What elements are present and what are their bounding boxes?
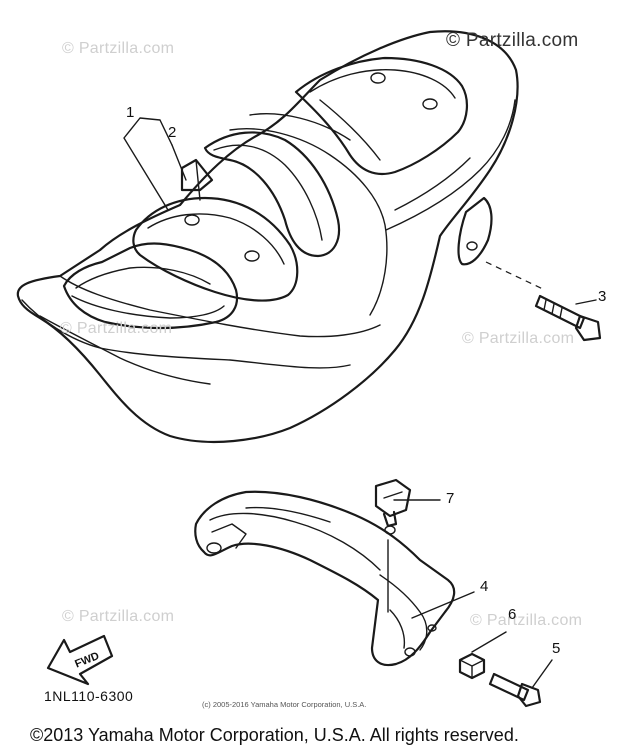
damper-part-7 <box>374 478 412 535</box>
callout-5: 5 <box>552 640 561 657</box>
bolt-part-5 <box>488 672 542 708</box>
watermark-bottom-left: © Partzilla.com <box>62 608 175 625</box>
bolt-part-3 <box>534 294 602 342</box>
copyright-small: (c) 2005-2016 Yamaha Motor Corporation, … <box>202 700 367 709</box>
copyright-main: ©2013 Yamaha Motor Corporation, U.S.A. A… <box>30 725 519 745</box>
callout-4: 4 <box>480 578 489 595</box>
callout-1: 1 <box>126 104 135 121</box>
leader-lines <box>123 117 597 689</box>
forward-arrow-label: FWD <box>73 650 101 671</box>
forward-direction-arrow <box>46 634 114 686</box>
watermark-mid-left: © Partzilla.com <box>60 320 173 337</box>
callout-6: 6 <box>508 606 517 623</box>
watermark-top-right: © Partzilla.com <box>446 30 579 51</box>
bracket-part-4 <box>194 490 456 667</box>
watermark-bottom-right: © Partzilla.com <box>470 612 583 629</box>
watermark-top-left: © Partzilla.com <box>62 40 175 57</box>
diagram-part-code: 1NL110-6300 <box>44 688 134 704</box>
nut-part-6 <box>458 652 486 680</box>
watermark-mid-right: © Partzilla.com <box>462 330 575 347</box>
callout-7: 7 <box>446 490 455 507</box>
callout-3: 3 <box>598 288 607 305</box>
callout-2: 2 <box>168 124 177 141</box>
seat-assembly <box>16 30 519 444</box>
